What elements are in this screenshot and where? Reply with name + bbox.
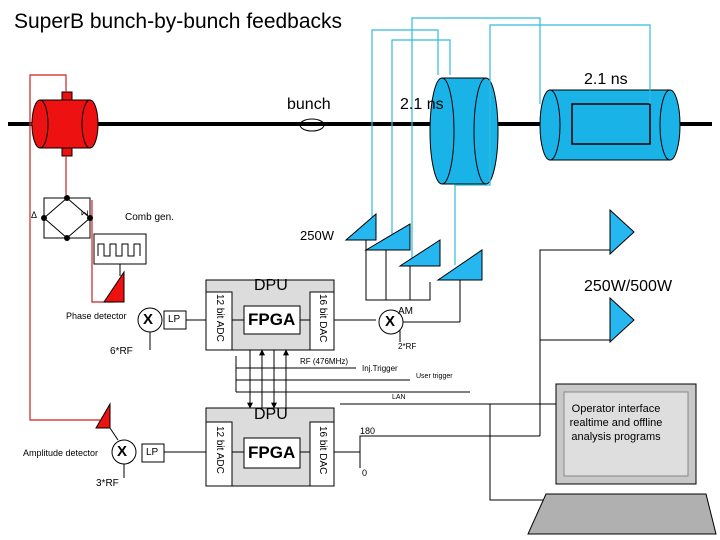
power-label-250w: 250W [300,228,334,243]
dac-top-label: 16 bit DAC [317,294,328,343]
power-label-250w-500w: 250W/500W [584,278,673,295]
dpu-top-label: DPU [254,277,288,294]
page-title: SuperB bunch-by-bunch feedbacks [14,10,343,33]
kicker-cavity-2 [539,89,681,161]
rf-3-label: 3*RF [96,478,119,489]
red-amp-phase [103,270,125,303]
fpga-top-label: FPGA [248,310,296,329]
amp-wiring [365,232,610,501]
delta-symbol: Δ [31,210,38,220]
lan-label: LAN [392,394,406,401]
amplitude-lp-label: LP [146,447,159,458]
dac-bottom-label: 16 bit DAC [317,426,328,475]
value-0-label: 0 [362,468,368,478]
rf-476-label: RF (476MHz) [300,357,349,366]
bunch-label: bunch [287,96,331,113]
operator-interface-label: Operator interface realtime and offline … [569,403,663,443]
bunch-ellipse [299,118,325,132]
rf-6-label: 6*RF [110,346,133,357]
am-label: AM [398,306,413,317]
pickup-cavity [31,91,99,157]
cyan-wires [371,17,651,265]
delay-label-2: 2.1 ns [584,71,628,88]
adc-bottom-label: 12 bit ADC [214,426,225,474]
inj-trigger-label: Inj.Trigger [362,364,398,373]
value-180-label: 180 [360,426,376,436]
sigma-symbol: Σ [79,210,90,216]
dpu-bottom-label: DPU [254,406,288,423]
phase-mixer-label: X [143,311,154,328]
rf-2-label: 2*RF [398,342,417,351]
adc-top-label: 12 bit ADC [214,294,225,342]
signal-lines [235,319,560,468]
blue-amplifiers [344,208,635,344]
amplitude-mixer-label: X [117,443,128,460]
amplitude-detector-label: Amplitude detector [23,448,99,458]
fpga-bottom-label: FPGA [248,443,296,462]
am-mixer-label: X [385,313,396,330]
computer-icon [527,383,717,535]
delay-label-1: 2.1 ns [400,96,444,113]
dpu-bus [247,349,289,409]
phase-detector-label: Phase detector [66,311,127,321]
amplitude-lp [141,443,165,463]
red-amp-amplitude [95,402,111,429]
comb-gen-label: Comb gen. [125,212,174,223]
kicker-cavity-1 [429,77,499,185]
hybrid-junction [41,195,93,241]
phase-lp-label: LP [168,314,181,325]
user-trigger-label: User trigger [416,373,453,380]
comb-generator [93,233,147,276]
